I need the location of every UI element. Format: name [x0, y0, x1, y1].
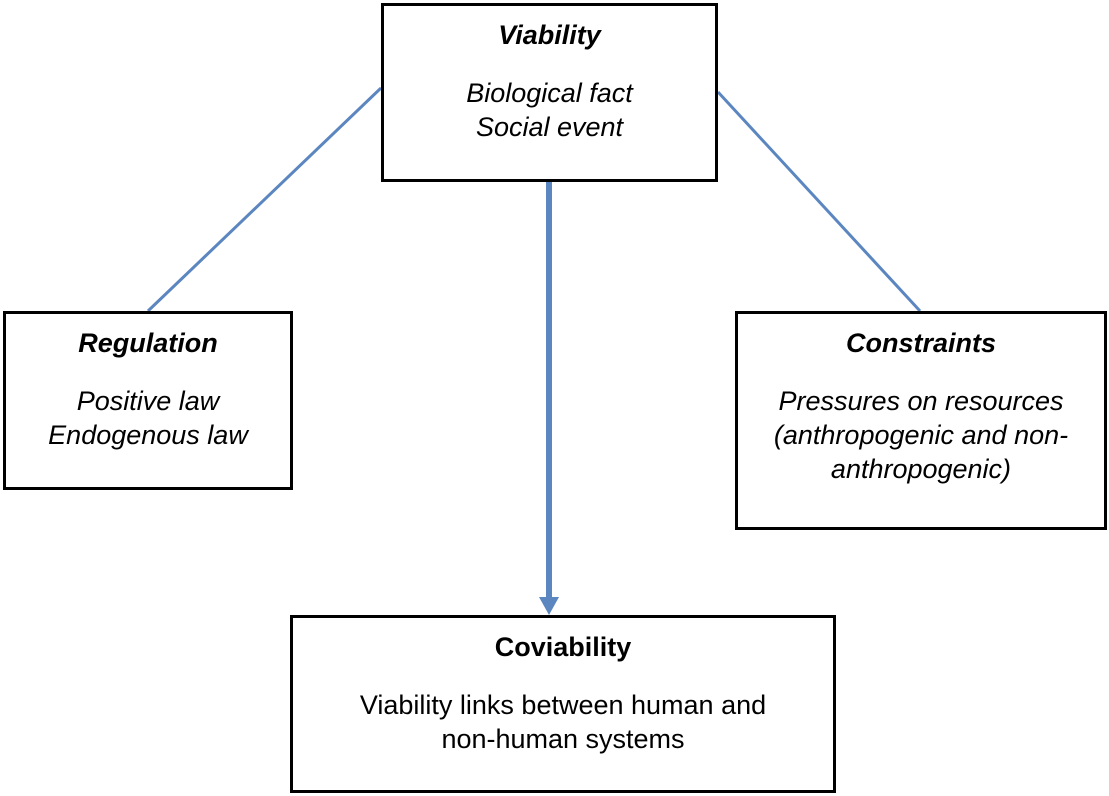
edge-viability-regulation [146, 86, 383, 313]
node-line: Social event [475, 112, 624, 142]
node-viability: Viability Biological fact Social event [381, 3, 718, 182]
node-title: Coviability [494, 632, 632, 662]
node-title: Viability [498, 20, 601, 50]
node-coviability: Coviability Viability links between huma… [290, 615, 836, 793]
node-line: Positive law [76, 386, 220, 416]
node-constraints: Constraints Pressures on resources (anth… [735, 311, 1107, 530]
node-line: anthropogenic) [830, 454, 1012, 484]
node-line: Viability links between human and [359, 690, 767, 720]
node-title: Constraints [845, 328, 997, 358]
node-line: Pressures on resources [778, 386, 1064, 416]
edge-viability-constraints [716, 90, 922, 313]
node-line: non-human systems [441, 724, 685, 754]
node-line: Biological fact [466, 78, 633, 108]
arrowhead-down-icon [539, 597, 559, 615]
node-regulation: Regulation Positive law Endogenous law [3, 311, 293, 490]
node-line: Endogenous law [48, 420, 248, 450]
node-line: (anthropogenic and non- [773, 420, 1069, 450]
node-title: Regulation [78, 328, 218, 358]
